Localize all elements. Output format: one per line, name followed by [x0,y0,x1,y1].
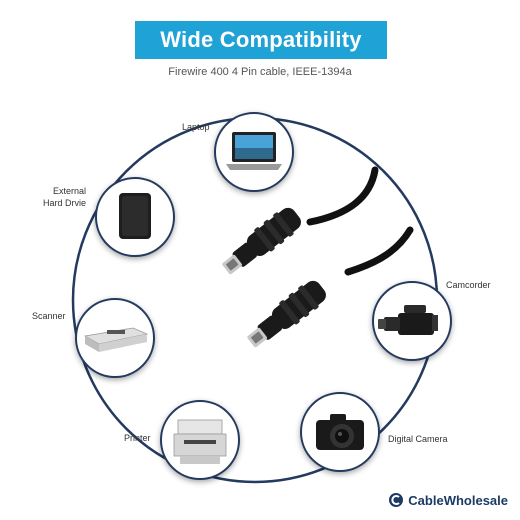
hard-drive-node [95,177,175,257]
camcorder-label: Camcorder [446,280,491,290]
page-title: Wide Compatibility [160,27,362,52]
laptop-node [214,112,294,192]
page-subtitle: Firewire 400 4 Pin cable, IEEE-1394a [168,66,352,78]
scanner-icon [83,327,149,352]
laptop-icon [226,132,282,170]
camera-icon [316,414,364,450]
camcorder-node [372,281,452,361]
brand-logo: CableWholesale [388,492,508,508]
camera-node [300,392,380,472]
hard-drive-label: External Hard Drvie [42,186,86,208]
scanner-node [75,298,155,378]
firewire-cable-image [222,166,414,348]
scanner-label: Scanner [32,311,66,321]
printer-icon [173,419,227,464]
hard-drive-icon [119,193,151,239]
title-banner: Wide Compatibility [135,21,387,59]
brand-name: CableWholesale [408,492,508,508]
printer-label: Printer [124,433,151,443]
laptop-label: Laptop [182,122,210,132]
printer-node [160,400,240,480]
camcorder-icon [378,305,438,335]
camera-label: Digital Camera [388,434,448,444]
cablewholesale-logo-icon [389,493,404,507]
